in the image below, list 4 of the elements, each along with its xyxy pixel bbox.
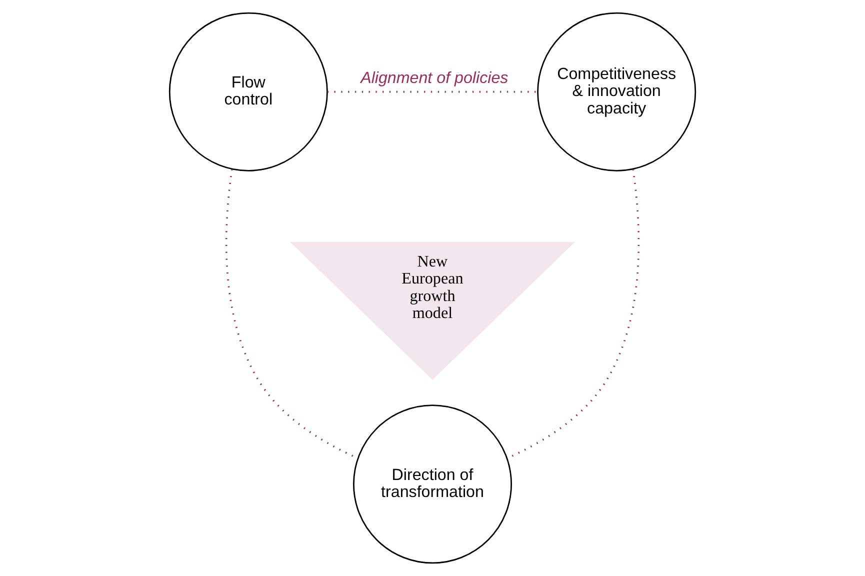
node-circle: Competitiveness & innovation capacity <box>537 12 696 172</box>
node-circle: Flow control <box>168 12 328 172</box>
edge-label: Alignment of policies <box>360 68 508 87</box>
node-circle: Direction of transformation <box>353 404 512 564</box>
